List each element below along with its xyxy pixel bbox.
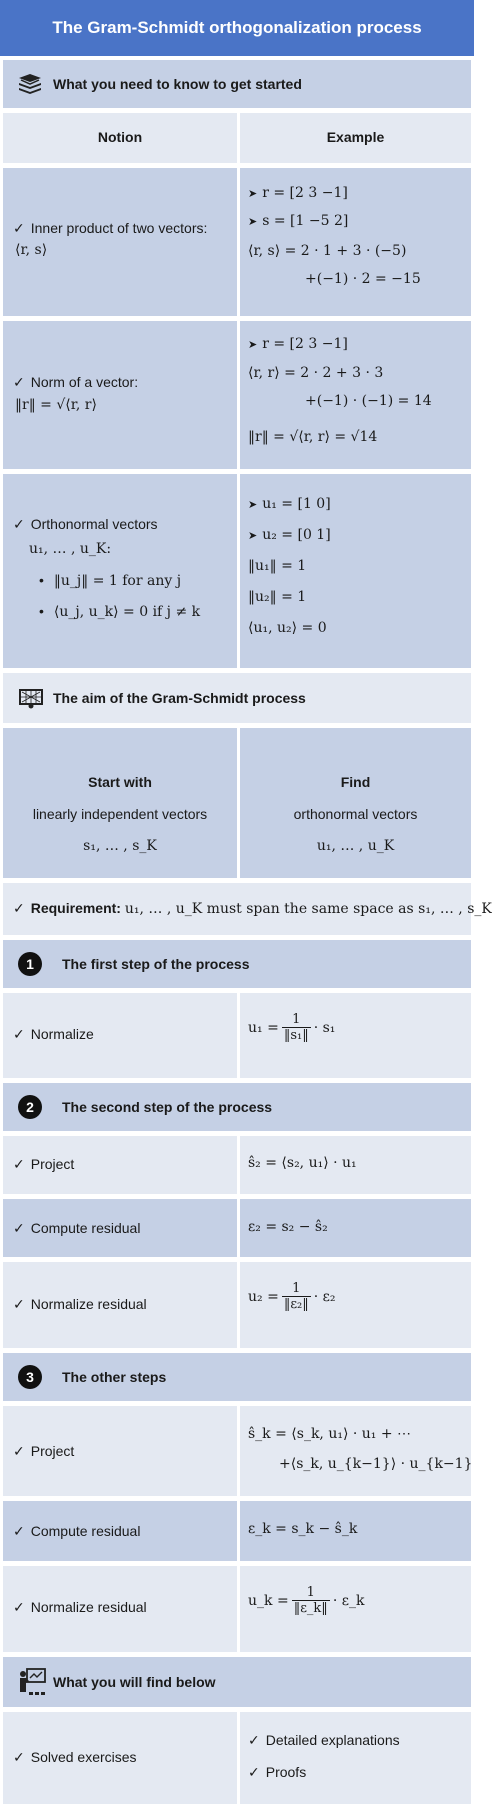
example-line: ➤u₁ = [1 0] bbox=[248, 496, 331, 512]
section-heading-aim: The aim of the Gram-Schmidt process bbox=[3, 673, 471, 723]
goal-icon bbox=[17, 687, 53, 709]
step-formula: ŝ_k = ⟨s_k, u₁⟩ · u₁ + ⋯ bbox=[248, 1426, 412, 1442]
table-row-resources: ✓Solved exercises ✓Detailed explanations… bbox=[3, 1712, 471, 1804]
notion-label: ✓Inner product of two vectors: bbox=[13, 220, 208, 237]
section-heading-first-step: 1 The first step of the process bbox=[3, 940, 471, 988]
section-title: The other steps bbox=[62, 1369, 167, 1385]
step-number-badge: 1 bbox=[18, 952, 42, 976]
book-stack-icon bbox=[17, 72, 53, 96]
step-number-badge: 2 bbox=[18, 1095, 42, 1119]
step-formula: +⟨s_k, u_{k−1}⟩ · u_{k−1} bbox=[279, 1456, 473, 1472]
step-formula: u₁ = 1‖s₁‖ · s₁ bbox=[248, 1012, 336, 1044]
step-label: ✓Project bbox=[13, 1156, 75, 1173]
step-formula: u₂ = 1‖ε₂‖ · ε₂ bbox=[248, 1281, 336, 1313]
example-line: ⟨r, s⟩ = 2 · 1 + 3 · (−5) bbox=[248, 243, 407, 259]
section-title: The second step of the process bbox=[62, 1099, 273, 1115]
example-line: ⟨u₁, u₂⟩ = 0 bbox=[248, 620, 327, 636]
notion-label: ✓Orthonormal vectors bbox=[13, 516, 158, 533]
find-math: u₁, … , u_K bbox=[316, 838, 395, 854]
section-title: The first step of the process bbox=[62, 956, 250, 972]
table-header: Notion Example bbox=[3, 113, 471, 163]
requirement-row: ✓Requirement: u₁, … , u_K must span the … bbox=[3, 883, 492, 935]
table-row-normalize-residual: ✓Normalize residual u₂ = 1‖ε₂‖ · ε₂ bbox=[3, 1262, 471, 1348]
table-row-normalize: ✓Normalize u₁ = 1‖s₁‖ · s₁ bbox=[3, 993, 471, 1078]
section-title: The aim of the Gram-Schmidt process bbox=[53, 690, 306, 706]
section-heading-find-below: What you will find below bbox=[3, 1657, 471, 1707]
section-heading-prerequisites: What you need to know to get started bbox=[3, 60, 471, 108]
example-line: ‖u₁‖ = 1 bbox=[248, 558, 307, 574]
section-heading-second-step: 2 The second step of the process bbox=[3, 1083, 471, 1131]
start-with-subtitle: linearly independent vectors bbox=[32, 806, 208, 822]
table-row-project: ✓Project ŝ₂ = ⟨s₂, u₁⟩ · u₁ bbox=[3, 1136, 471, 1194]
section-heading-other-steps: 3 The other steps bbox=[3, 1353, 471, 1401]
step-label: ✓Normalize residual bbox=[13, 1296, 147, 1313]
notion-math: ‖r‖ = √⟨r, r⟩ bbox=[15, 397, 97, 413]
step-formula: u_k = 1‖ε_k‖ · ε_k bbox=[248, 1585, 365, 1617]
example-line: ➤u₂ = [0 1] bbox=[248, 527, 331, 543]
table-row-orthonormal: ✓Orthonormal vectors u₁, … , u_K: •‖u_j‖… bbox=[3, 474, 471, 668]
example-line: ‖u₂‖ = 1 bbox=[248, 589, 307, 605]
section-title: What you will find below bbox=[53, 1674, 216, 1690]
example-line: ‖r‖ = √⟨r, r⟩ = √14 bbox=[248, 429, 378, 445]
start-with-title: Start with bbox=[88, 774, 152, 790]
example-line: ➤r = [2 3 −1] bbox=[248, 185, 348, 201]
notion-math: u₁, … , u_K: bbox=[29, 541, 112, 557]
table-row-project: ✓Project ŝ_k = ⟨s_k, u₁⟩ · u₁ + ⋯ +⟨s_k,… bbox=[3, 1406, 473, 1496]
resource-label: ✓Solved exercises bbox=[13, 1749, 137, 1766]
example-line: ➤s = [1 −5 2] bbox=[248, 213, 349, 229]
step-formula: ε_k = s_k − ŝ_k bbox=[248, 1521, 358, 1537]
table-row-normalize-residual: ✓Normalize residual u_k = 1‖ε_k‖ · ε_k bbox=[3, 1566, 471, 1652]
start-with-math: s₁, … , s_K bbox=[83, 838, 157, 854]
find-subtitle: orthonormal vectors bbox=[293, 806, 418, 822]
step-label: ✓Compute residual bbox=[13, 1220, 141, 1237]
example-line: +(−1) · (−1) = 14 bbox=[305, 393, 432, 409]
step-number-badge: 3 bbox=[18, 1365, 42, 1389]
table-row-compute-residual: ✓Compute residual ε₂ = s₂ − ŝ₂ bbox=[3, 1199, 471, 1257]
table-row-compute-residual: ✓Compute residual ε_k = s_k − ŝ_k bbox=[3, 1501, 471, 1561]
table-row-norm: ✓Norm of a vector: ‖r‖ = √⟨r, r⟩ ➤r = [2… bbox=[3, 321, 471, 469]
resource-item: ✓Proofs bbox=[248, 1764, 307, 1781]
notion-math: ⟨r, s⟩ bbox=[15, 242, 48, 258]
example-line: +(−1) · 2 = −15 bbox=[305, 271, 421, 287]
requirement-text: ✓Requirement: u₁, … , u_K must span the … bbox=[13, 900, 492, 917]
resource-item: ✓Detailed explanations bbox=[248, 1732, 400, 1749]
section-title: What you need to know to get started bbox=[53, 76, 302, 92]
step-label: ✓Normalize bbox=[13, 1026, 94, 1043]
example-line: ⟨r, r⟩ = 2 · 2 + 3 · 3 bbox=[248, 365, 384, 381]
column-header-notion: Notion bbox=[97, 129, 143, 145]
example-line: ➤r = [2 3 −1] bbox=[248, 336, 348, 352]
teacher-icon bbox=[17, 1668, 53, 1696]
bullet-item: •⟨u_j, u_k⟩ = 0 if j ≠ k bbox=[39, 603, 201, 620]
step-label: ✓Compute residual bbox=[13, 1523, 141, 1540]
bullet-item: •‖u_j‖ = 1 for any j bbox=[39, 572, 182, 589]
table-row-inner-product: ✓Inner product of two vectors: ⟨r, s⟩ ➤r… bbox=[3, 168, 471, 316]
step-label: ✓Project bbox=[13, 1443, 75, 1460]
step-formula: ε₂ = s₂ − ŝ₂ bbox=[248, 1219, 328, 1235]
aim-table: Start with linearly independent vectors … bbox=[3, 728, 471, 878]
notion-label: ✓Norm of a vector: bbox=[13, 374, 139, 391]
step-formula: ŝ₂ = ⟨s₂, u₁⟩ · u₁ bbox=[248, 1155, 357, 1171]
step-label: ✓Normalize residual bbox=[13, 1599, 147, 1616]
column-header-example: Example bbox=[326, 129, 385, 145]
page-title: The Gram-Schmidt orthogonalization proce… bbox=[0, 0, 474, 56]
find-title: Find bbox=[340, 774, 371, 790]
